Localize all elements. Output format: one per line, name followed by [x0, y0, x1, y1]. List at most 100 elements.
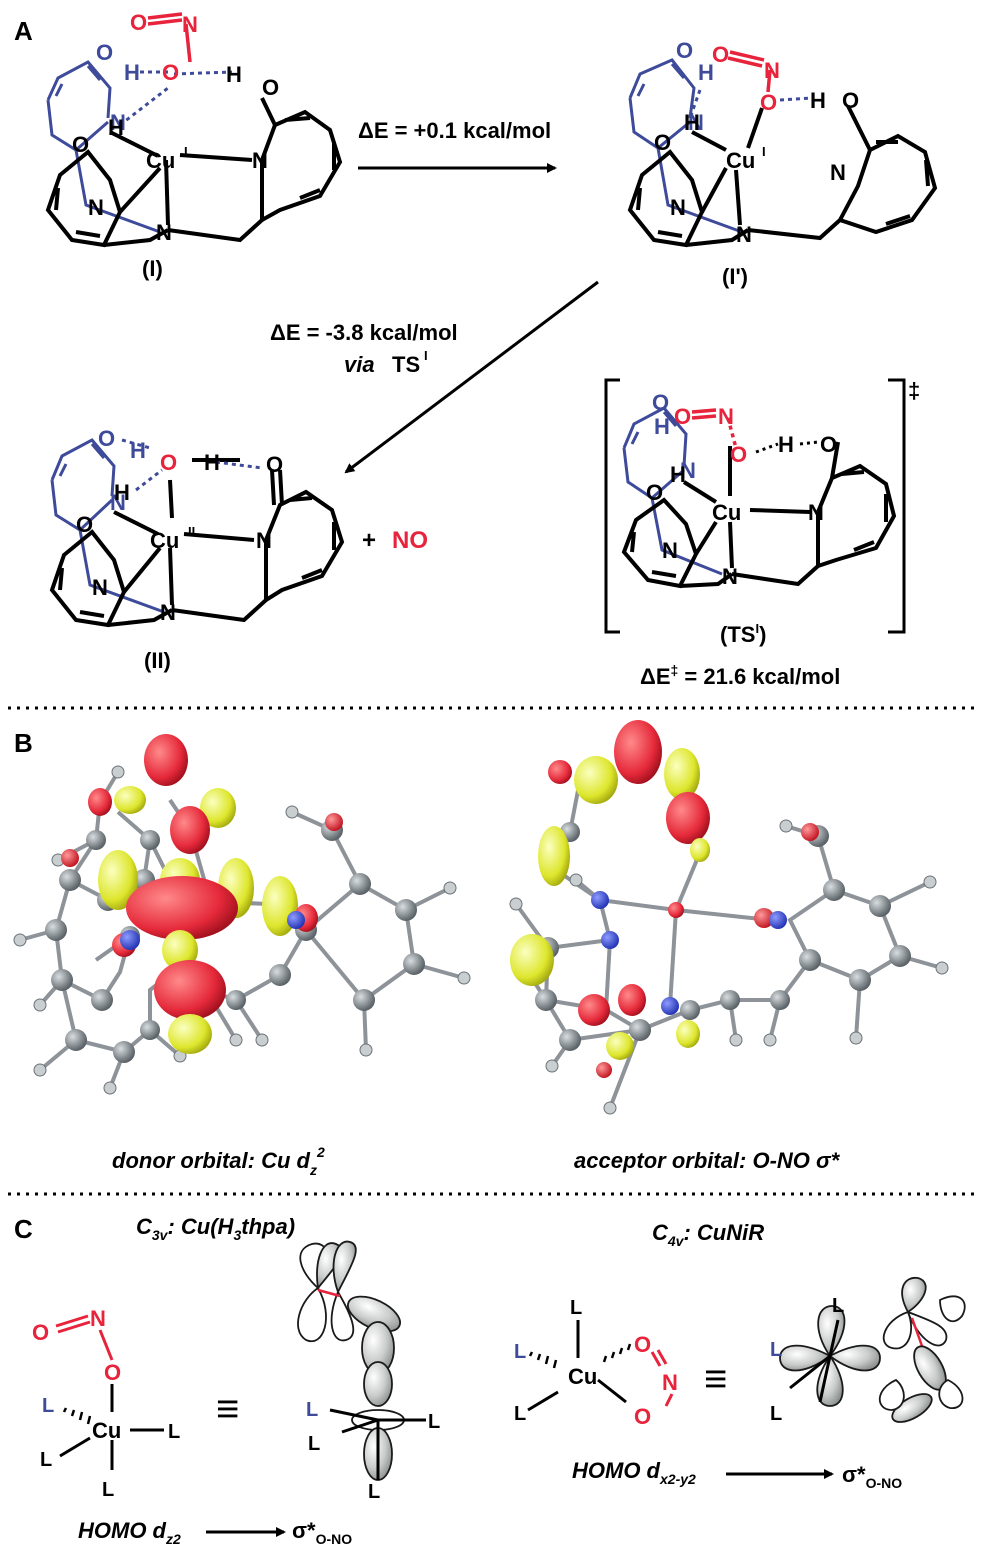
c4v-homo-sub: x2-y2: [659, 1471, 696, 1487]
plus-sign: +: [362, 527, 376, 554]
complex-I-nitrite: [147, 12, 192, 63]
complex-Ip-right-ring: [837, 133, 938, 235]
complex-II-lower-n2: N: [160, 600, 176, 625]
c4v-nitrite-n: N: [662, 1370, 678, 1395]
ts-nh: H: [670, 462, 686, 487]
c3v-sigma-main: σ*: [292, 1518, 316, 1543]
ts-py-o: O: [652, 390, 669, 415]
complex-I-lower-o: O: [72, 132, 89, 157]
complex-Ip-oh-bond: [846, 105, 872, 151]
c3v-title-rest: : Cu(H: [167, 1214, 234, 1239]
complex-Ip-right-h: H: [810, 88, 826, 113]
no-product: NO: [392, 527, 428, 554]
complex-Ip-nitrite: [727, 50, 772, 93]
acceptor-caption: acceptor orbital: O-NO σ*: [574, 1148, 841, 1173]
c3v-hashed-bond: [62, 1407, 92, 1425]
acceptor-bonds: [514, 779, 943, 1109]
ts-label: (TSI): [720, 621, 766, 647]
acceptor-orbital-model: [509, 720, 949, 1115]
c3v-orb-ligand-right: L: [428, 1411, 440, 1433]
c4v-nitrite-bonds: [650, 1349, 674, 1407]
c3v-nitrite-n: N: [90, 1306, 106, 1331]
complex-I-oh-bond: [260, 97, 277, 126]
ts-barrier-rest: = 21.6 kcal/mol: [678, 664, 840, 689]
c3v-orb-ligand-bottom: L: [368, 1481, 380, 1503]
donor-caption-sup: 2: [316, 1144, 325, 1160]
ts-right-n: N: [808, 500, 824, 525]
c4v-equiv: ≡: [704, 1357, 727, 1401]
c4v-ligand-left: L: [514, 1403, 526, 1425]
complex-Ip-nh: H: [684, 110, 700, 135]
complex-II-right-n: N: [256, 528, 272, 553]
ts-right-o: O: [820, 432, 837, 457]
ts-nitrite-o1: O: [674, 404, 691, 429]
complex-Ip-metal-ox: I: [762, 144, 766, 159]
c4v-hashed-bond-left: [528, 1351, 558, 1369]
complex-II-metal: Cu: [150, 528, 179, 553]
c3v-sigma-sub: O-NO: [316, 1531, 353, 1547]
complex-I-nitrite-o1: O: [130, 10, 147, 35]
c3v-nitrite-o1: O: [32, 1320, 49, 1345]
acceptor-lobes: [510, 720, 819, 1078]
complex-I-nitrite-n: N: [182, 12, 198, 37]
complex-Ip-bonds: [685, 107, 842, 247]
complex-II-bonds: [107, 458, 268, 627]
donor-n-atom: [120, 930, 140, 950]
donor-caption-sub: z: [309, 1162, 317, 1178]
ts-py-h: H: [654, 414, 670, 439]
complex-Ip-lower-n1: N: [670, 195, 686, 220]
donor-caption-prefix: donor orbital: Cu d: [112, 1148, 311, 1173]
c3v-ligand-left: L: [40, 1449, 52, 1471]
complex-I-bonds: [103, 130, 264, 247]
complex-I-right-n: N: [252, 148, 268, 173]
ts-barrier-sup: ‡: [671, 662, 679, 678]
c3v-metal: Cu: [92, 1418, 121, 1443]
complex-Ip-nitrite-n: N: [764, 58, 780, 83]
c4v-nitrite-o2: O: [634, 1404, 651, 1429]
donor-orbital-model: [13, 734, 471, 1095]
c3v-title: C3v: Cu(H3thpa): [136, 1214, 295, 1243]
c4v-title-sub: 4v: [667, 1233, 685, 1249]
c4v-orbital-cartoon: [779, 1277, 966, 1423]
c4v-orb-ligand-left: L: [770, 1403, 782, 1425]
complex-I-nh: H: [108, 115, 124, 140]
c3v-title-sub: 3v: [152, 1227, 169, 1243]
c4v-ligand-blue: L: [514, 1341, 526, 1363]
complex-I-right-ring: [260, 109, 343, 224]
ts-label-end: ): [759, 622, 766, 647]
ts-nitrite-n: N: [718, 404, 734, 429]
donor-n-atom-2: [287, 911, 305, 929]
complex-II-lower-n1: N: [92, 575, 108, 600]
complex-Ip-right-n: N: [830, 160, 846, 185]
complex-II-nh: H: [114, 480, 130, 505]
complex-I-lower-n2: N: [156, 220, 172, 245]
complex-II-hbonds: [121, 438, 263, 492]
complex-I-prime: O N O O H N H H O O Cu I N N N (I'): [627, 38, 938, 289]
complex-I-right-h: H: [226, 62, 242, 87]
ts-nitrite: [691, 408, 717, 420]
arrow2-ts-sup: I: [424, 348, 428, 363]
ts-lower-ring: [621, 497, 699, 589]
c3v-homo-sub: z2: [165, 1531, 181, 1547]
c3v-nitrite-o2: O: [104, 1360, 121, 1385]
ts-lower-n1: N: [662, 538, 678, 563]
arrow2-ts: TS: [392, 352, 420, 377]
complex-Ip-metal: Cu: [726, 148, 755, 173]
complex-I-pyridone-arm: [46, 60, 112, 152]
complex-Ip-py-h: H: [698, 60, 714, 85]
c3v-bonds: [59, 1384, 164, 1470]
ts-barrier: ΔE‡ = 21.6 kcal/mol: [640, 662, 840, 689]
ts-lower-o: O: [646, 480, 663, 505]
c3v-homo: HOMO dz2: [78, 1518, 181, 1547]
c4v-homo-main: HOMO d: [572, 1458, 661, 1483]
complex-I-py-o: O: [96, 40, 113, 65]
c3v-nitrite-bonds: [55, 1314, 114, 1361]
donor-atoms: [45, 819, 425, 1063]
ts-oh-bond: [830, 441, 840, 479]
complex-II-metal-ox: II: [188, 524, 195, 539]
complex-II-arm-to-n: [78, 529, 165, 614]
c3v-homo-main: HOMO d: [78, 1518, 167, 1543]
complex-Ip-py-o: O: [676, 38, 693, 63]
complex-I-hbond-1: [119, 70, 233, 127]
complex-I-nitrite-o2: O: [162, 60, 179, 85]
